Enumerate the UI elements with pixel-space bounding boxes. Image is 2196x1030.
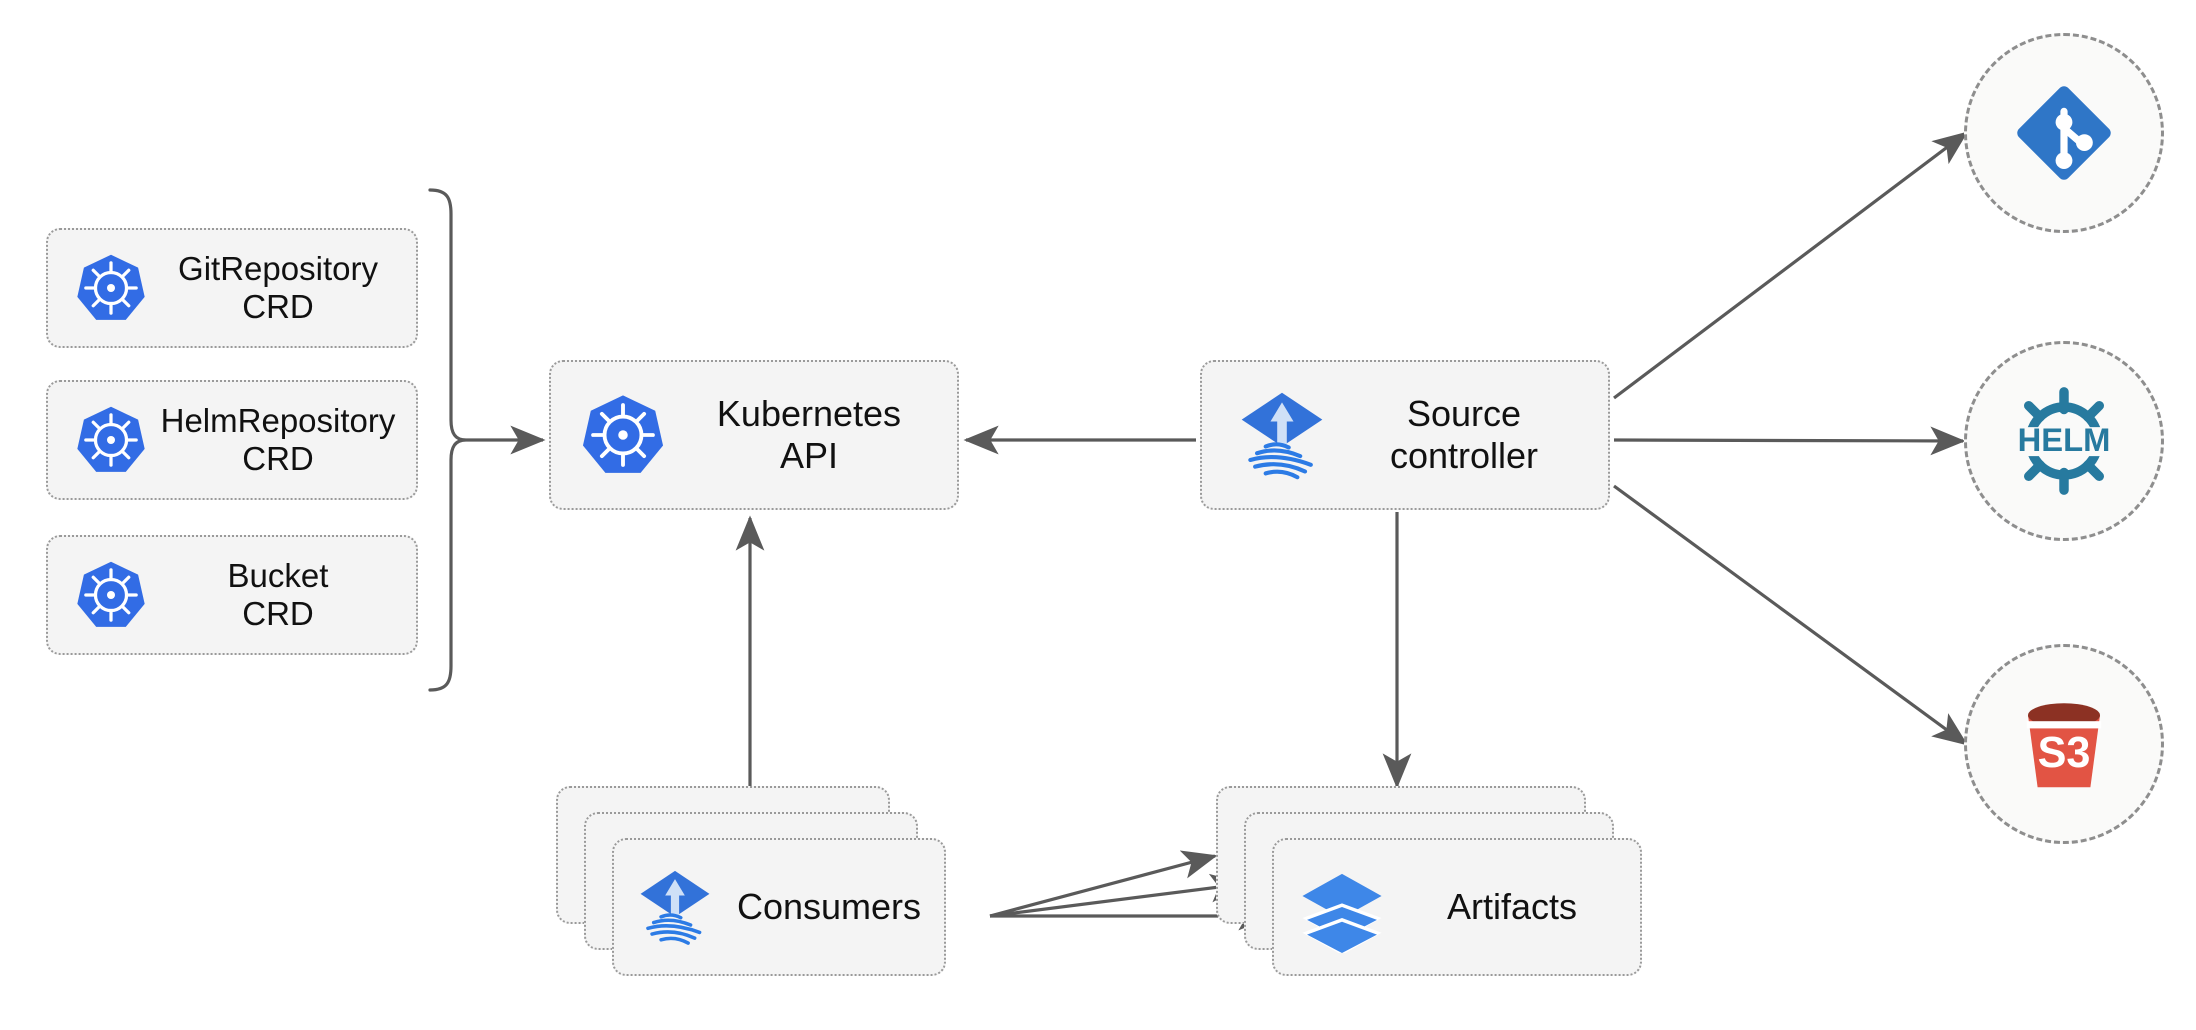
crd-card-label: Bucket CRD [227, 556, 329, 632]
crd-group-brace [428, 188, 467, 692]
crd-card-gitrepository[interactable]: GitRepository CRD [46, 228, 418, 348]
node-label: Artifacts [1446, 886, 1578, 927]
kubernetes-icon [582, 395, 664, 473]
helm-label: HELM [2018, 421, 2111, 458]
crd-card-label: GitRepository CRD [178, 249, 378, 325]
s3-label: S3 [2038, 729, 2091, 777]
flux-icon [1241, 392, 1323, 480]
edge-consumers-to-artifacts-1 [989, 850, 1218, 918]
crd-card-helmrepository[interactable]: HelmRepository CRD [46, 380, 418, 500]
helm-icon: HELM [2011, 387, 2117, 495]
crd-card-bucket[interactable]: Bucket CRD [46, 535, 418, 655]
s3-bucket-icon: S3 [2026, 703, 2102, 788]
consumers-stack-sheet-front[interactable]: Consumers [612, 838, 946, 976]
artifacts-stack-sheet-front[interactable]: Artifacts [1272, 838, 1642, 976]
edge-source-controller-to-git [1613, 131, 1969, 400]
edge-source-controller-to-helm [1613, 426, 1966, 456]
git-icon [2017, 86, 2111, 180]
kubernetes-icon [77, 406, 145, 472]
kubernetes-icon [77, 254, 145, 320]
target-circle-s3[interactable]: S3 [1964, 644, 2164, 844]
edge-source-controller-to-s3 [1613, 484, 1969, 746]
node-artifacts[interactable]: Artifacts [1216, 786, 1642, 976]
node-source-controller[interactable]: Source controller [1200, 360, 1610, 510]
flux-icon [640, 870, 710, 945]
edge-consumers-to-artifacts-2 [989, 873, 1246, 918]
target-circle-helm[interactable]: HELM [1964, 341, 2164, 541]
node-label: Consumers [736, 886, 922, 927]
kubernetes-icon [77, 561, 145, 627]
layers-icon [1302, 873, 1382, 953]
node-label: Source controller [1389, 393, 1539, 476]
node-consumers[interactable]: Consumers [556, 786, 946, 976]
crd-card-label: HelmRepository CRD [160, 401, 396, 477]
node-kubernetes-api[interactable]: Kubernetes API [549, 360, 959, 510]
node-label: Kubernetes API [716, 393, 902, 476]
target-circle-git[interactable] [1964, 33, 2164, 233]
